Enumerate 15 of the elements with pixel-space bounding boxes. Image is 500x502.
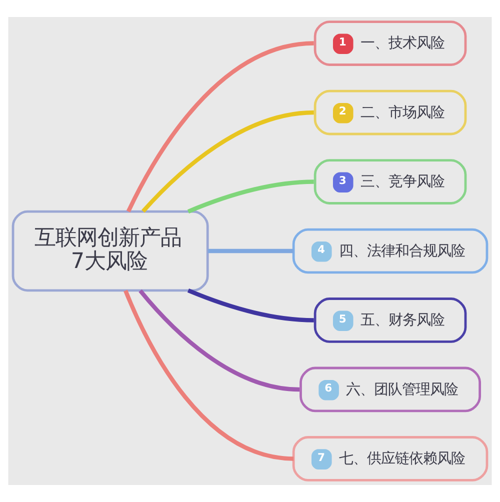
connector	[142, 110, 314, 213]
connector	[124, 290, 294, 461]
connector	[126, 41, 314, 212]
connector	[187, 180, 314, 214]
node-box: 1 一、技术风险	[314, 20, 467, 66]
node-box: 5 五、财务风险	[314, 298, 467, 343]
node-box: 3 三、竞争风险	[314, 159, 467, 204]
connector	[138, 289, 300, 392]
node-box: 7 七、供应链依赖风险	[292, 436, 488, 482]
node-box: 6 六、团队管理风险	[300, 366, 482, 412]
connector	[187, 288, 314, 322]
node-box: 4 四、法律和合规风险	[292, 228, 488, 274]
connector	[208, 248, 294, 254]
node-box: 2 二、市场风险	[314, 90, 467, 136]
node-box: 互联网创新产品 7大风险	[12, 210, 209, 292]
